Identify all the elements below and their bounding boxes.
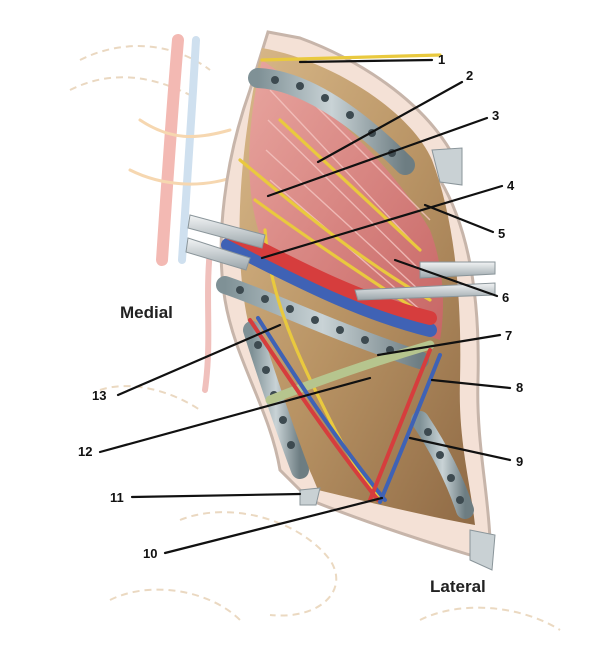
callout-12: 12: [78, 444, 92, 459]
retractors: [185, 147, 496, 571]
callout-5: 5: [498, 226, 505, 241]
plate-middle: [216, 276, 429, 369]
callout-3: 3: [492, 108, 499, 123]
medial-vessel-sketch: [128, 34, 242, 393]
callout-9: 9: [516, 454, 523, 469]
nerves: [238, 53, 442, 502]
leader-lines: [98, 58, 512, 555]
callout-2: 2: [466, 68, 473, 83]
obturator-vessels: [248, 316, 442, 504]
callout-10: 10: [143, 546, 157, 561]
plate-lateral: [411, 411, 474, 519]
callout-1: 1: [438, 52, 445, 67]
callout-6: 6: [502, 290, 509, 305]
callout-8: 8: [516, 380, 523, 395]
medial-label: Medial: [120, 303, 173, 322]
callout-7: 7: [505, 328, 512, 343]
lateral-label: Lateral: [430, 577, 486, 596]
callout-11: 11: [110, 490, 124, 505]
callout-13: 13: [92, 388, 106, 403]
callout-numbers: 1 2 3 4 5 6 7 8 9 10 11 12 13: [78, 52, 523, 561]
callout-4: 4: [507, 178, 515, 193]
